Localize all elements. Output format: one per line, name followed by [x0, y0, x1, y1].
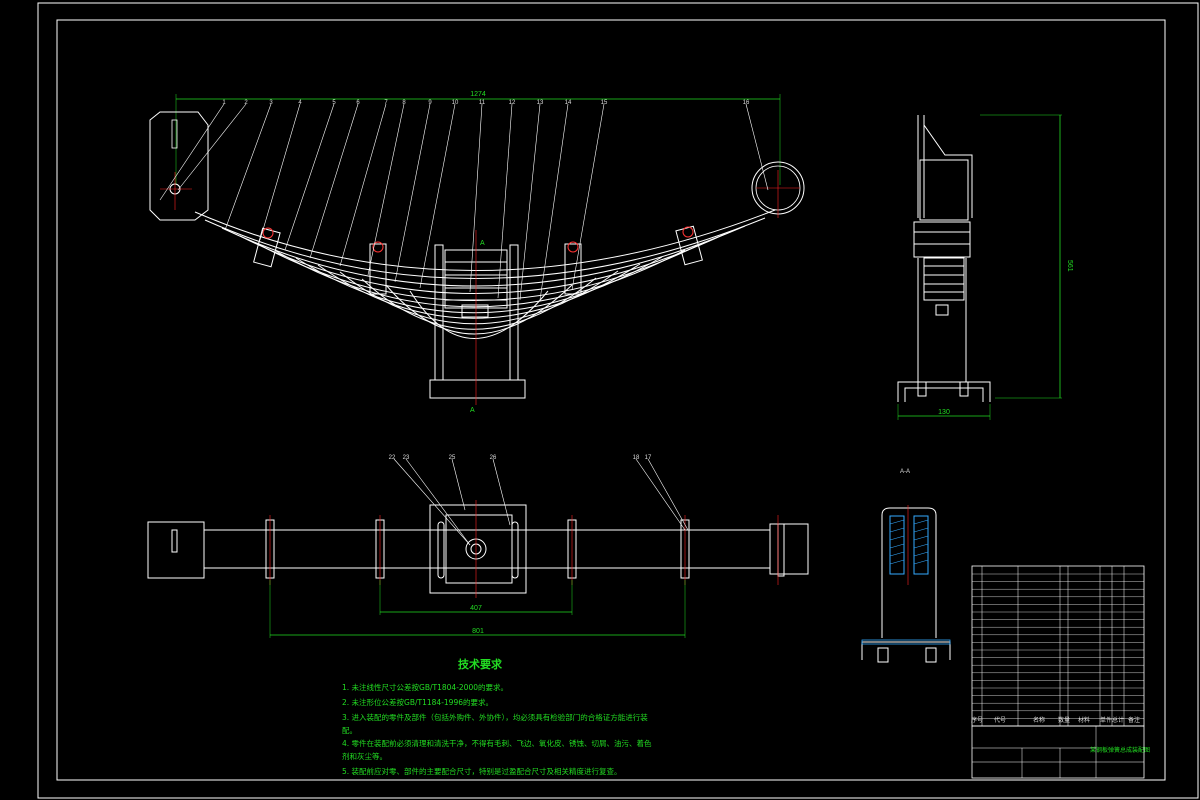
balloon: 18 — [633, 455, 640, 461]
balloon: 23 — [403, 455, 410, 461]
top-view-dims: 407 801 — [269, 580, 686, 638]
balloon: 3 — [269, 100, 273, 106]
parts-header: 单件 — [1100, 716, 1112, 724]
title-block: 某钢板弹簧总成装配图 — [971, 725, 1150, 779]
tech-req-item: 1. 未注线性尺寸公差按GB/T1804-2000的要求。 — [342, 682, 508, 692]
parts-header: 名称 — [1033, 716, 1045, 724]
side-view — [897, 115, 991, 402]
balloon: 26 — [490, 455, 497, 461]
section-mark-top: A — [480, 240, 485, 247]
balloon: 17 — [645, 455, 652, 461]
balloon: 8 — [402, 100, 406, 106]
dim-side-height: 561 — [1066, 260, 1073, 272]
parts-list: 序号 代号 名称 数量 材料 单件 总计 备注 — [971, 565, 1145, 727]
balloon: 12 — [509, 100, 516, 106]
tech-req-item: 剂和灰尘等。 — [342, 751, 387, 761]
tech-req-item: 2. 未注形位公差按GB/T1184-1996的要求。 — [342, 697, 493, 707]
parts-header: 材料 — [1078, 716, 1090, 724]
tech-requirements-title: 技术要求 — [458, 657, 503, 671]
top-view — [147, 504, 809, 594]
outer-frame — [37, 2, 1199, 799]
balloon: 25 — [449, 455, 456, 461]
balloon: 2 — [244, 100, 248, 106]
parts-header: 序号 — [971, 716, 983, 724]
dim-overall-length: 1274 — [470, 91, 486, 98]
dim-side-width: 130 — [938, 409, 950, 416]
dim-top-outer: 801 — [472, 628, 484, 635]
balloon: 11 — [479, 100, 486, 106]
dim-top-inner: 407 — [470, 605, 482, 612]
balloon: 16 — [743, 100, 750, 106]
section-mark-bottom: A — [470, 407, 475, 414]
top-view-leaders — [393, 458, 689, 546]
section-label: A-A — [900, 469, 910, 475]
balloon: 6 — [356, 100, 360, 106]
balloon: 4 — [298, 100, 302, 106]
top-view-centerlines — [269, 500, 779, 598]
balloon: 1 — [222, 100, 226, 106]
balloon-labels-top: 22 23 25 26 18 17 — [389, 455, 652, 461]
balloon: 14 — [565, 100, 572, 106]
balloon: 22 — [389, 455, 396, 461]
side-view-dims: 561 130 — [897, 114, 1073, 420]
balloon: 5 — [332, 100, 336, 106]
tech-req-item: 3. 进入装配的零件及部件（包括外购件、外协件），均必须具有检验部门的合格证方能… — [342, 712, 648, 722]
balloon: 7 — [384, 100, 388, 106]
section-view: A-A — [861, 469, 951, 663]
inner-frame — [56, 19, 1166, 781]
parts-header: 数量 — [1058, 716, 1070, 724]
parts-header: 备注 — [1128, 716, 1140, 724]
parts-header: 总计 — [1112, 716, 1124, 724]
balloon: 15 — [601, 100, 608, 106]
drawing-title: 某钢板弹簧总成装配图 — [1090, 746, 1150, 754]
tech-req-item: 5. 装配前应对零、部件的主要配合尺寸，特别是过盈配合尺寸及相关精度进行复查。 — [342, 766, 622, 776]
balloon: 10 — [452, 100, 459, 106]
balloon: 9 — [428, 100, 432, 106]
main-view: 1274 — [149, 91, 805, 414]
balloon-labels-main: 1 2 3 4 5 6 7 8 9 10 11 12 13 14 15 16 — [222, 100, 750, 106]
balloon: 13 — [537, 100, 544, 106]
tech-requirements: 技术要求 1. 未注线性尺寸公差按GB/T1804-2000的要求。 2. 未注… — [342, 657, 652, 776]
tech-req-item: 4. 零件在装配前必须清理和清洗干净，不得有毛刺、飞边、氧化皮、锈蚀、切屑、油污… — [342, 738, 652, 748]
parts-header: 代号 — [994, 716, 1006, 724]
tech-req-item: 配。 — [342, 726, 357, 735]
